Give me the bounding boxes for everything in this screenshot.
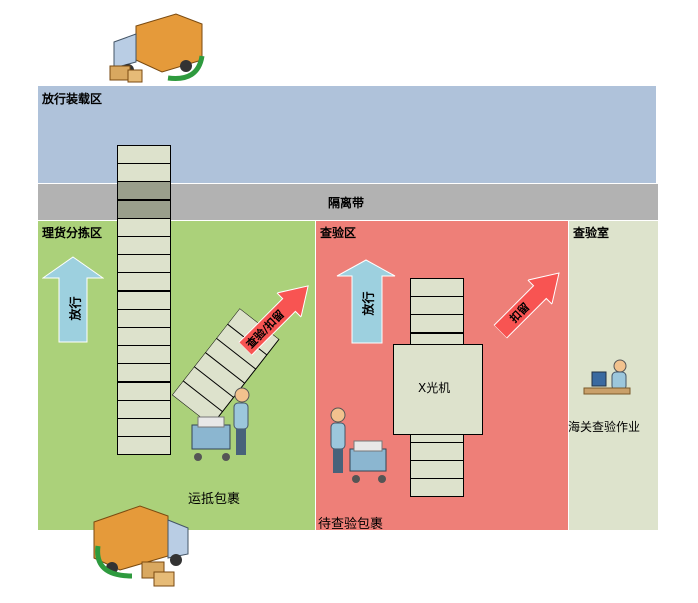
conveyor-segment: [117, 308, 171, 328]
release-arrow-label: 放行: [68, 296, 83, 321]
conveyor-segment: [410, 460, 464, 479]
zone-label: 查验区: [320, 226, 357, 240]
conveyor-segment: [117, 163, 171, 183]
conveyor-segment: [410, 478, 464, 498]
conveyor-segment: [117, 199, 171, 219]
conveyor-segment: [117, 145, 171, 164]
conveyor-segment: [117, 327, 171, 346]
hold-arrow: 扣留: [488, 260, 571, 343]
conveyor-segment: [117, 381, 171, 401]
zone-label: 查验室: [573, 226, 610, 240]
conveyor-segment: [117, 345, 171, 365]
conveyor-segment: [117, 436, 171, 456]
release-arrow-label: 放行: [361, 291, 376, 316]
inspect-hold-arrow: 查验/扣留: [233, 273, 321, 361]
conveyor-segment: [410, 441, 464, 461]
zone-label: 隔离带: [328, 196, 365, 210]
worker-cart-icon: [330, 407, 387, 483]
truck-icon-top: [109, 13, 205, 83]
xray-label: X光机: [418, 381, 451, 395]
customs-work-label: 海关查验作业: [568, 420, 641, 434]
worker-cart-icon: [191, 387, 250, 461]
conveyor-segment: [117, 217, 171, 237]
zone-label: 放行装载区: [42, 92, 103, 106]
arrived-parcels-label: 运抵包裹: [188, 492, 241, 507]
conveyor-segment: [410, 314, 464, 334]
conveyor-segment: [117, 418, 171, 437]
conveyor-segment: [117, 272, 171, 292]
main-conveyor: [117, 145, 171, 456]
zone-label: 理货分拣区: [42, 226, 103, 240]
truck-icon-bottom: [93, 505, 189, 587]
conveyor-segment: [410, 296, 464, 316]
conveyor-segment: [117, 236, 171, 255]
xray-machine: X光机: [393, 344, 483, 435]
release-arrow-right: [336, 259, 396, 344]
conveyor-segment: [117, 363, 171, 383]
pending-parcels-label: 待查验包裹: [318, 517, 384, 532]
customs-officer-icon: [583, 359, 631, 395]
conveyor-segment: [117, 290, 171, 310]
release-arrow-left: [42, 256, 104, 343]
conveyor-segment: [117, 181, 171, 201]
conveyor-segment: [410, 278, 464, 297]
conveyor-segment: [117, 399, 171, 419]
conveyor-segment: [117, 254, 171, 274]
